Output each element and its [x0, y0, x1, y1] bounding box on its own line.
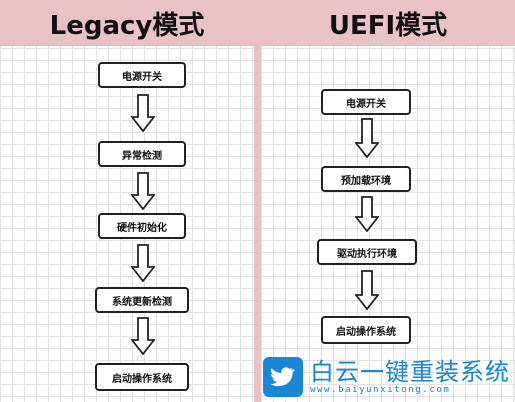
uefi-panel: UEFI模式 电源开关 预加载环境 驱动执行环境 启动操作系统	[261, 0, 515, 402]
legacy-arrow-1	[131, 94, 155, 132]
legacy-step-boot-os: 启动操作系统	[95, 363, 189, 391]
uefi-step-power: 电源开关	[321, 89, 411, 115]
watermark: 白云一键重装系统 www.baiyunxitong.com	[262, 352, 515, 402]
twitter-bird-icon	[263, 357, 303, 397]
legacy-step-power: 电源开关	[98, 62, 186, 88]
uefi-arrow-1	[355, 118, 379, 158]
watermark-brand: 白云一键重装系统	[310, 358, 510, 386]
uefi-step-boot-os: 启动操作系统	[321, 316, 411, 344]
legacy-arrow-2	[131, 172, 155, 210]
legacy-title: Legacy模式	[0, 0, 254, 46]
legacy-step-system-update-check: 系统更新检测	[95, 287, 189, 313]
legacy-arrow-4	[131, 317, 155, 355]
legacy-arrow-3	[131, 244, 155, 282]
uefi-step-pre-efi-init: 预加载环境	[321, 166, 411, 192]
uefi-title: UEFI模式	[261, 0, 515, 46]
legacy-step-hardware-init: 硬件初始化	[98, 213, 186, 239]
uefi-arrow-3	[355, 270, 379, 310]
legacy-panel: Legacy模式 电源开关 异常检测 硬件初始化 系统更新检测 启动操作系统	[0, 0, 254, 402]
legacy-step-exception-check: 异常检测	[98, 141, 186, 167]
watermark-url: www.baiyunxitong.com	[310, 385, 451, 395]
uefi-step-driver-execution-env: 驱动执行环境	[317, 239, 417, 265]
uefi-arrow-2	[355, 196, 379, 232]
